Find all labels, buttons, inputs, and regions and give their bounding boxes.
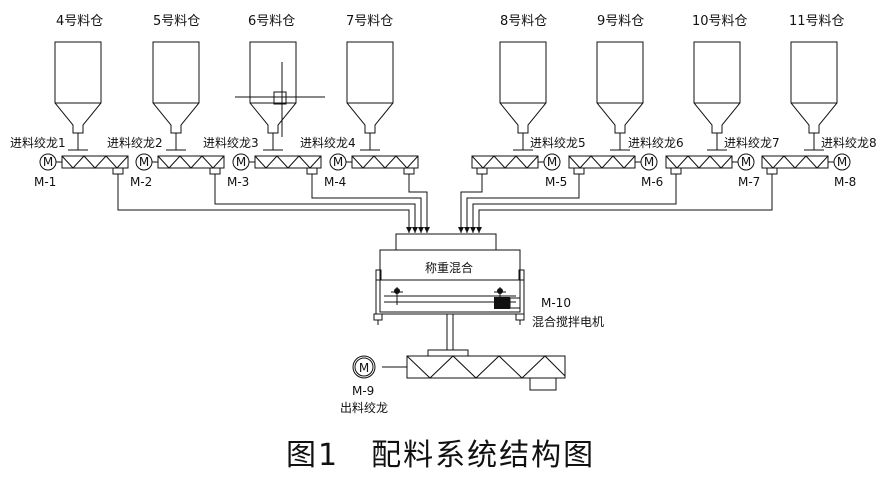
mixer-motor-label: 混合搅拌电机 xyxy=(532,314,604,329)
discharge-label: 出料绞龙 xyxy=(340,400,388,415)
motor-id-6: M-6 xyxy=(641,175,663,189)
feed-pipes xyxy=(117,174,773,233)
motor-id-3: M-3 xyxy=(227,175,249,189)
motor-symbol: M xyxy=(139,155,149,169)
motor-id-7: M-7 xyxy=(738,175,760,189)
motor-id-1: M-1 xyxy=(34,175,56,189)
discharge-conveyor xyxy=(382,355,566,391)
discharge-motor-symbol: M xyxy=(359,361,369,375)
motor-symbol: M xyxy=(741,155,751,169)
feeder-motors: M M M M M M M xyxy=(39,153,851,171)
feeder-label-3: 进料绞龙3 xyxy=(203,135,259,150)
motor-icon: M xyxy=(828,153,851,171)
feeder-label-7: 进料绞龙7 xyxy=(724,135,780,150)
bin-label-8: 8号料仓 xyxy=(500,14,547,29)
feeder-label-6: 进料绞龙6 xyxy=(628,135,684,150)
feeder-conveyor-3 xyxy=(254,155,322,175)
motor-icon: M xyxy=(732,153,755,171)
motor-symbol: M xyxy=(236,155,246,169)
motor-icon: M xyxy=(329,153,352,171)
feeder-conveyor-7 xyxy=(665,155,733,175)
feeder-conveyor-4 xyxy=(351,155,419,175)
bin-label-10: 10号料仓 xyxy=(692,14,748,29)
motor-symbol: M xyxy=(644,155,654,169)
silo-8 xyxy=(499,41,547,134)
bin-labels: 4号料仓 5号料仓 6号料仓 7号料仓 8号料仓 9号料仓 10号料仓 11号料… xyxy=(56,14,845,29)
silo-outlets xyxy=(68,133,824,151)
motor-symbol: M xyxy=(43,155,53,169)
silo-9 xyxy=(596,41,644,134)
figure-caption: 图1 配料系统结构图 xyxy=(286,438,595,473)
motor-ids: M-1 M-2 M-3 M-4 M-5 M-6 M-7 M-8 xyxy=(34,175,856,189)
silo-11 xyxy=(790,41,838,134)
feeder-conveyor-5 xyxy=(471,155,539,175)
silo-6 xyxy=(235,41,325,137)
feeder-conveyor-2 xyxy=(157,155,225,175)
motor-icon: M xyxy=(135,153,158,171)
weighing-mixer: 称重混合 xyxy=(373,233,525,325)
discharge-motor-icon: M xyxy=(352,355,376,379)
motor-id-8: M-8 xyxy=(834,175,856,189)
motor-symbol: M xyxy=(547,155,557,169)
motor-id-2: M-2 xyxy=(130,175,152,189)
bin-label-5: 5号料仓 xyxy=(153,14,200,29)
silo-4 xyxy=(54,41,102,134)
motor-icon: M xyxy=(635,153,658,171)
feeder-label-5: 进料绞龙5 xyxy=(530,135,586,150)
screw-conveyors xyxy=(61,155,829,175)
feeder-conveyor-6 xyxy=(568,155,636,175)
motor-icon: M xyxy=(232,153,255,171)
mixer-label: 称重混合 xyxy=(425,260,473,275)
motor-icon: M xyxy=(39,153,62,171)
motor-id-5: M-5 xyxy=(545,175,567,189)
bin-label-9: 9号料仓 xyxy=(597,14,644,29)
silo-10 xyxy=(693,41,741,134)
mixer-outlet xyxy=(427,314,469,357)
mixer-motor-id: M-10 xyxy=(541,296,571,310)
feeder-conveyor-8 xyxy=(761,155,829,175)
feeder-conveyor-1 xyxy=(61,155,129,175)
bin-label-7: 7号料仓 xyxy=(346,14,393,29)
bin-label-4: 4号料仓 xyxy=(56,14,103,29)
feeder-label-4: 进料绞龙4 xyxy=(300,135,356,150)
motor-symbol: M xyxy=(333,155,343,169)
motor-icon: M xyxy=(538,153,561,171)
silo-7 xyxy=(346,41,394,134)
feeder-label-1: 进料绞龙1 xyxy=(10,135,66,150)
feeder-labels: 进料绞龙1 进料绞龙2 进料绞龙3 进料绞龙4 进料绞龙5 进料绞龙6 进料绞龙… xyxy=(10,135,877,150)
feeder-label-8: 进料绞龙8 xyxy=(821,135,877,150)
motor-id-4: M-4 xyxy=(324,175,346,189)
silo-5 xyxy=(152,41,200,134)
bin-label-6: 6号料仓 xyxy=(248,14,295,29)
silos xyxy=(54,41,838,137)
bin-label-11: 11号料仓 xyxy=(789,14,845,29)
discharge-motor-id: M-9 xyxy=(352,384,374,398)
feeder-label-2: 进料绞龙2 xyxy=(107,135,163,150)
motor-symbol: M xyxy=(837,155,847,169)
